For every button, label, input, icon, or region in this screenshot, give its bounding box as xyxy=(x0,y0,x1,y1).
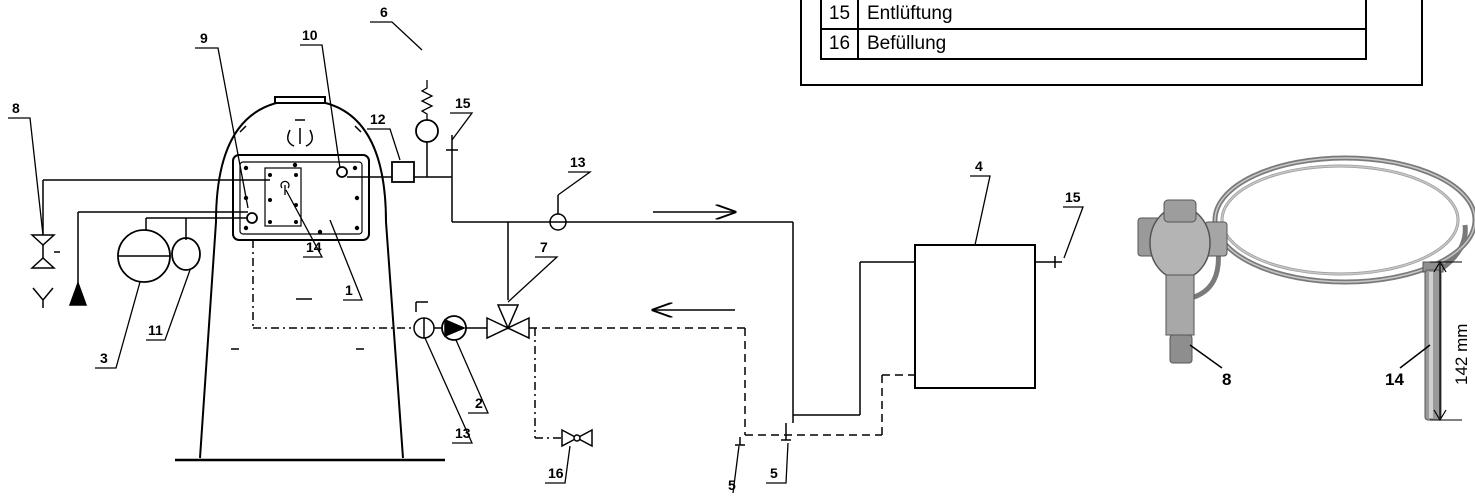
photo-label-14: 14 xyxy=(1385,370,1404,389)
part-labels: 8 9 10 6 12 15 13 7 4 15 14 1 3 11 13 2 … xyxy=(12,4,1081,493)
label-12: 12 xyxy=(370,111,386,127)
legend-number: 16 xyxy=(820,28,859,60)
label-13-return: 13 xyxy=(455,425,471,441)
label-1: 1 xyxy=(345,282,353,298)
legend-table: 15 Entlüftung 16 Befüllung xyxy=(820,0,1367,60)
label-15-supply: 15 xyxy=(455,95,471,111)
photo-label-8: 8 xyxy=(1222,370,1231,389)
label-14: 14 xyxy=(306,239,322,255)
legend-text: Entlüftung xyxy=(857,0,1367,30)
label-9: 9 xyxy=(200,30,208,46)
boiler xyxy=(175,96,445,462)
legend-box: 15 Entlüftung 16 Befüllung xyxy=(800,0,1423,86)
label-8: 8 xyxy=(12,100,20,116)
label-4: 4 xyxy=(975,158,983,174)
label-7: 7 xyxy=(540,239,548,255)
label-10: 10 xyxy=(302,27,318,43)
label-13-supply: 13 xyxy=(570,154,586,170)
valve-photo: 142 mm 8 14 xyxy=(1133,155,1475,467)
label-3: 3 xyxy=(100,350,108,366)
label-16: 16 xyxy=(548,465,564,481)
label-6: 6 xyxy=(380,4,388,20)
leader-lines xyxy=(8,21,1084,494)
label-2: 2 xyxy=(475,395,483,411)
label-5-left: 5 xyxy=(728,477,736,493)
piping xyxy=(30,80,1062,448)
label-15-exchanger: 15 xyxy=(1065,189,1081,205)
label-5-right: 5 xyxy=(770,465,778,481)
legend-number: 15 xyxy=(820,0,859,30)
label-11: 11 xyxy=(148,322,163,338)
legend-text: Befüllung xyxy=(857,28,1367,60)
dimension-label: 142 mm xyxy=(1452,324,1471,385)
legend-row: 15 Entlüftung xyxy=(820,0,1367,30)
legend-row: 16 Befüllung xyxy=(820,28,1367,60)
